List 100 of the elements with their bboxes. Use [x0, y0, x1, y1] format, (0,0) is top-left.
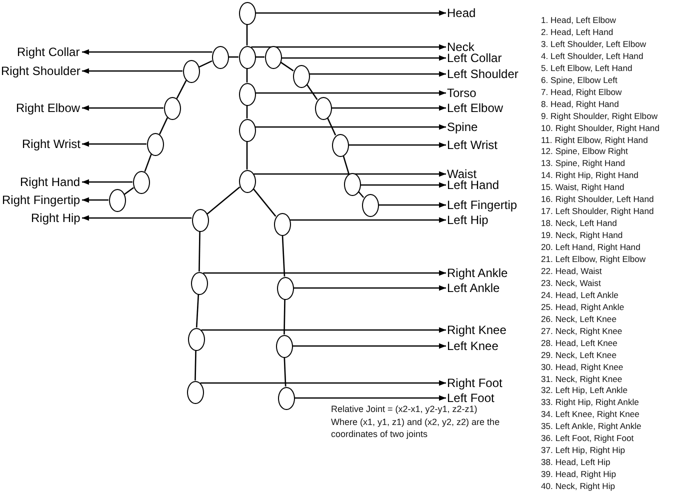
joint-circle	[238, 2, 256, 24]
joint-circle	[238, 118, 256, 142]
joint-circle	[186, 380, 204, 404]
list-item: 16. Right Shoulder, Left Hand	[541, 194, 654, 204]
bone-line	[198, 60, 212, 68]
joint-label: Left Ankle	[447, 282, 500, 294]
list-item: 30. Head, Right Knee	[541, 362, 624, 372]
list-item: 29. Neck, Left Knee	[541, 350, 616, 360]
joint-label: Left Hip	[447, 214, 488, 226]
joint-circle	[238, 170, 256, 192]
arrow	[82, 215, 192, 221]
note-text: Relative Joint = (x2-x1, y2-y1, z2-z1)	[331, 403, 478, 415]
joint-label: Right Knee	[447, 324, 506, 336]
list-item: 14. Right Hip, Right Hand	[541, 170, 638, 180]
arrow	[309, 71, 446, 77]
list-item: 7. Head, Right Elbow	[541, 86, 622, 97]
joint-circle	[190, 272, 208, 294]
list-item: 38. Head, Left Hip	[541, 457, 610, 468]
list-item: 34. Left Knee, Right Knee	[541, 409, 640, 420]
list-item: 32. Left Hip, Left Ankle	[541, 385, 628, 396]
list-item: 10. Right Shoulder, Right Hand	[541, 122, 660, 133]
joint-circle	[276, 276, 294, 300]
list-item: 3. Left Shoulder, Left Elbow	[541, 38, 646, 49]
arrow	[360, 182, 446, 188]
bone-line	[326, 118, 336, 136]
joint-circle	[362, 194, 378, 216]
arrow	[378, 202, 446, 208]
joint-label: Left Collar	[447, 52, 502, 64]
joint-circle	[292, 64, 310, 88]
arrow	[332, 105, 446, 111]
joint-label: Spine	[447, 121, 478, 133]
arrow	[82, 49, 212, 55]
joint-label: Left Fingertip	[447, 199, 518, 211]
joint-label: Right Ankle	[447, 267, 508, 279]
bone-line	[144, 154, 152, 172]
bone-line	[159, 117, 168, 135]
joint-circle	[146, 132, 164, 156]
list-item: 26. Neck, Left Knee	[541, 314, 616, 324]
arrow	[348, 142, 446, 148]
bone-line	[246, 68, 248, 82]
bone-line	[176, 80, 187, 99]
list-item: 23. Neck, Waist	[541, 278, 601, 288]
joint-circle	[274, 212, 290, 236]
list-item: 4. Left Shoulder, Left Hand	[541, 50, 644, 61]
bone-line	[280, 62, 294, 72]
joint-circle	[238, 82, 256, 106]
bone-line	[194, 350, 196, 381]
joint-circle	[278, 386, 294, 410]
list-item: 9. Right Shoulder, Right Elbow	[541, 110, 658, 121]
arrow	[282, 55, 446, 61]
bone-line	[206, 186, 240, 214]
bone-line	[282, 235, 286, 277]
joint-label: Torso	[447, 87, 476, 99]
joint-label: Left Foot	[447, 392, 494, 404]
joint-label: Right Collar	[17, 46, 80, 58]
joint-circle	[164, 96, 180, 120]
list-item: 8. Head, Right Hand	[541, 98, 619, 109]
list-item: 28. Head, Left Knee	[541, 338, 618, 348]
bone-line	[342, 155, 350, 174]
arrow	[82, 105, 164, 111]
joint-label: Left Shoulder	[447, 68, 518, 80]
joint-circle	[264, 46, 282, 68]
joint-label: Left Knee	[447, 340, 498, 352]
list-item: 19. Neck, Right Hand	[541, 230, 623, 240]
list-item: 27. Neck, Right Knee	[541, 326, 622, 336]
arrow	[82, 141, 146, 147]
arrow	[255, 124, 446, 130]
list-item: 36. Left Foot, Right Foot	[541, 433, 634, 444]
list-item: 25. Head, Right Ankle	[541, 302, 624, 312]
joint-label: Left Elbow	[447, 102, 504, 114]
joint-label: Left Hand	[447, 179, 500, 191]
arrow	[82, 197, 108, 203]
list-item: 2. Head, Left Hand	[541, 26, 614, 37]
joint-circle	[314, 96, 332, 120]
arrow	[203, 270, 446, 276]
joint-circle	[192, 208, 208, 232]
joint-circle	[188, 328, 204, 350]
joint-circle	[332, 134, 348, 156]
joint-circle	[344, 172, 360, 196]
arrow	[251, 44, 446, 50]
arrow	[82, 68, 182, 74]
joint-label: Right Foot	[447, 377, 502, 389]
list-item: 37. Left Hip, Right Hip	[541, 445, 626, 456]
list-item: 6. Spine, Elbow Left	[541, 74, 618, 85]
joint-circle	[238, 46, 256, 68]
bone-line	[284, 299, 286, 335]
bone-line	[196, 294, 200, 328]
joint-label: Neck	[447, 41, 474, 53]
list-item: 40. Neck, Right Hip	[541, 481, 616, 492]
arrow	[294, 395, 446, 401]
joint-label: Waist	[447, 168, 477, 180]
joint-circle	[212, 46, 228, 68]
list-item: 18. Neck, Left Hand	[541, 218, 617, 228]
list-item: 15. Waist, Right Hand	[541, 182, 624, 192]
joint-label: Right Wrist	[22, 138, 80, 150]
list-item: 11. Right Elbow, Right Hand	[541, 134, 648, 144]
joint-circle	[108, 188, 126, 212]
joint-label: Head	[447, 7, 476, 19]
list-item: 20. Left Hand, Right Hand	[541, 242, 640, 252]
joint-label: Right Fingertip	[2, 194, 80, 206]
